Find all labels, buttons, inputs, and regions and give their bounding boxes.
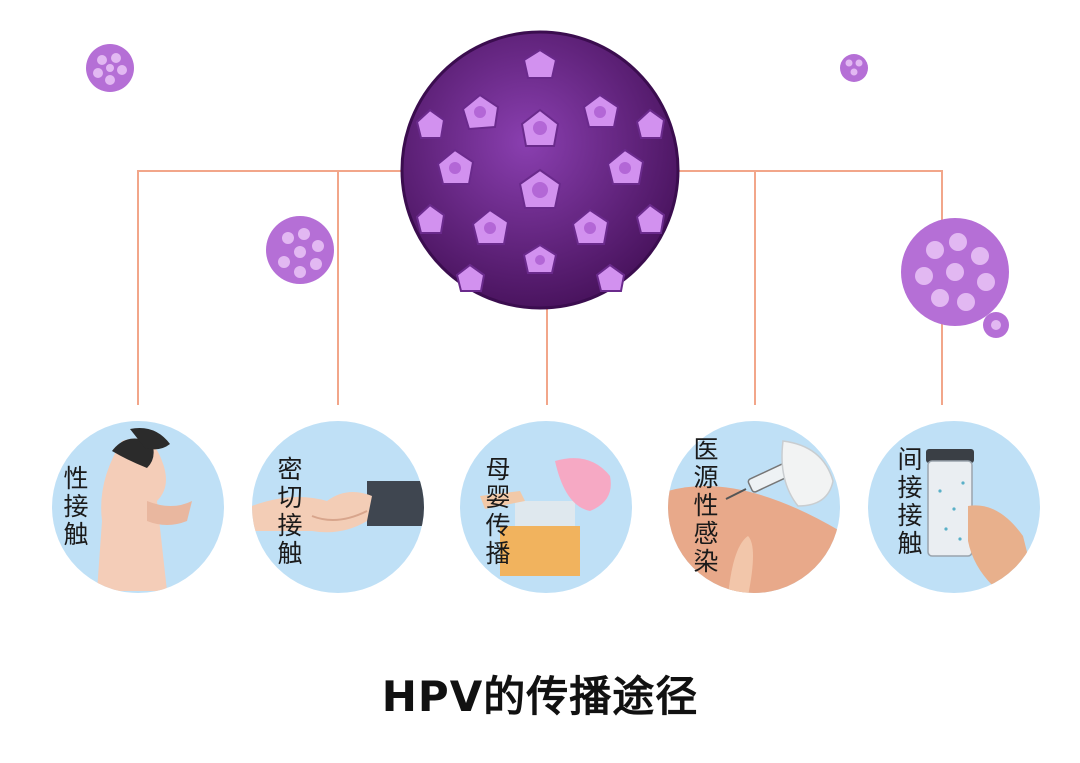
handshake-icon bbox=[252, 481, 424, 533]
connector-right bbox=[670, 170, 943, 405]
route-circle-close-contact bbox=[252, 421, 424, 593]
route-label: 性接触 bbox=[63, 464, 89, 549]
shared-cup-icon bbox=[926, 449, 1033, 586]
diagram-title: HPV的传播途径 bbox=[381, 672, 699, 721]
connector-left bbox=[137, 170, 410, 405]
embracing-couple-icon bbox=[97, 428, 192, 591]
route-circle-mother-infant bbox=[460, 421, 632, 593]
hpv-virus-icon bbox=[400, 30, 680, 310]
route-label: 间接接触 bbox=[897, 445, 923, 558]
route-circle-iatrogenic bbox=[668, 421, 840, 593]
route-label: 母婴传播 bbox=[485, 455, 511, 568]
route-label: 密切接触 bbox=[277, 455, 303, 568]
small-virus-icon bbox=[86, 44, 134, 92]
syringe-injection-icon bbox=[668, 440, 840, 593]
route-label: 医源性感染 bbox=[693, 435, 719, 576]
small-virus-icon bbox=[901, 218, 1009, 338]
small-virus-icon bbox=[266, 216, 334, 284]
small-virus-icon bbox=[840, 54, 868, 82]
route-circle-sexual-contact bbox=[52, 421, 224, 593]
childbirth-icon bbox=[480, 458, 611, 576]
route-circle-indirect-contact bbox=[868, 421, 1040, 593]
